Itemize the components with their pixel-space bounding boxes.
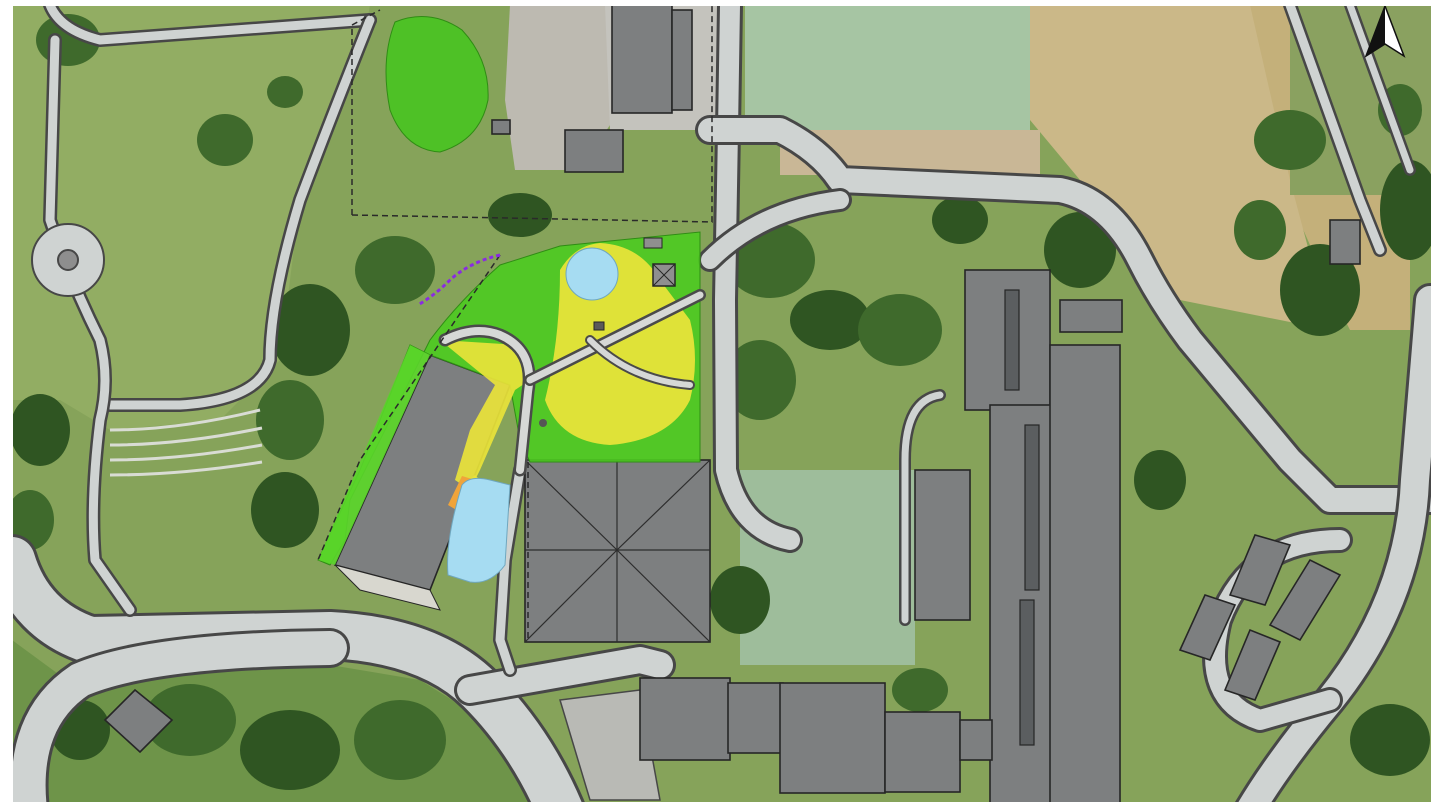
building-south-2 bbox=[727, 682, 784, 754]
zone-blue-pool bbox=[447, 477, 511, 583]
building-north-shed bbox=[611, 5, 673, 114]
boundary-purple bbox=[417, 253, 501, 307]
site-bench bbox=[643, 237, 663, 249]
building-right-1 bbox=[1228, 534, 1292, 606]
building-south-1 bbox=[639, 677, 731, 761]
zone-blue-circle bbox=[565, 247, 619, 301]
boundary-west bbox=[317, 254, 501, 561]
boundary-north bbox=[351, 5, 713, 223]
terraces bbox=[109, 408, 263, 477]
building-north-annex bbox=[671, 9, 693, 111]
building-small-north bbox=[564, 129, 624, 173]
building-right-4 bbox=[1223, 628, 1282, 701]
boundary-north-west bbox=[351, 9, 381, 215]
site-boundary bbox=[317, 5, 713, 642]
site-path-arc bbox=[587, 337, 693, 388]
zone-green-north bbox=[385, 16, 489, 153]
north-arrow-icon bbox=[1364, 3, 1406, 58]
building-south-5 bbox=[959, 719, 993, 761]
building-south-4 bbox=[884, 711, 961, 793]
building-tiny bbox=[491, 119, 511, 135]
parking-south bbox=[559, 689, 661, 801]
highlighted-planning-zones bbox=[317, 16, 706, 583]
building-east-wing-outer bbox=[1049, 344, 1121, 803]
tree-canopy bbox=[12, 14, 1432, 796]
site-path-east bbox=[526, 291, 704, 384]
building-right-2 bbox=[1268, 558, 1342, 642]
building-right-3 bbox=[1178, 594, 1237, 661]
zone-yellow-west bbox=[440, 340, 530, 490]
roundabout-center bbox=[57, 249, 79, 271]
skylight-2 bbox=[1024, 424, 1040, 591]
skylight-3 bbox=[1019, 599, 1035, 746]
site-post bbox=[539, 419, 547, 427]
building-garden-shed bbox=[1329, 219, 1361, 265]
building-south-3 bbox=[779, 682, 886, 794]
building-site-forecourt bbox=[333, 564, 441, 611]
map-border bbox=[11, 4, 1433, 804]
courtyard bbox=[740, 470, 915, 665]
building-lower-left bbox=[103, 688, 174, 754]
pavilion-rooflines bbox=[524, 459, 711, 643]
building-east-block bbox=[1059, 299, 1123, 333]
sports-court-north bbox=[745, 5, 1030, 133]
buildings bbox=[103, 5, 1361, 803]
skylight-1 bbox=[1004, 289, 1020, 391]
gravel-yard bbox=[505, 5, 610, 170]
zone-green-strip bbox=[318, 345, 430, 565]
building-courtyard bbox=[914, 469, 971, 621]
site-marker bbox=[593, 321, 605, 331]
